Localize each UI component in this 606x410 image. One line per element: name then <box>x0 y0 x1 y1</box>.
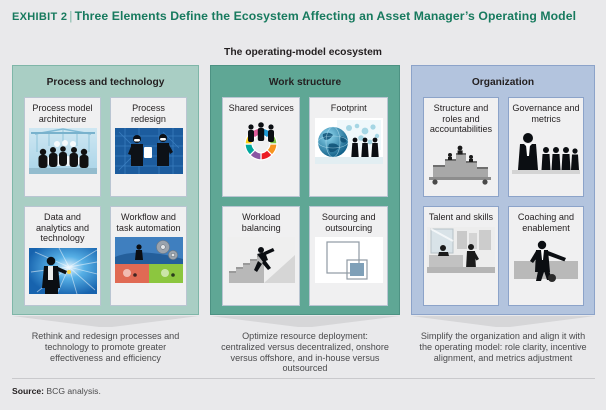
card-grid: Structure and roles and accountabilities <box>422 97 584 306</box>
exhibit-title: Exhibit 2|Three Elements Define the Ecos… <box>12 8 592 26</box>
globe-world-map-people-photo <box>314 118 383 164</box>
exhibit-number: Exhibit 2 <box>12 11 68 23</box>
stairs-climbing-photo <box>227 237 296 284</box>
card-label: Talent and skills <box>428 212 494 222</box>
column-organization: Organization Structure and roles and acc… <box>410 65 595 315</box>
card-coaching-and-enablement[interactable]: Coaching and enablement <box>507 206 584 306</box>
card-label: Footprint <box>330 103 367 113</box>
card-label: Governance and metrics <box>512 103 580 124</box>
nested-squares-diagram <box>314 237 383 284</box>
card-label: Coaching and enablement <box>517 212 575 233</box>
leader-and-team-photo <box>511 128 580 175</box>
card-governance-and-metrics[interactable]: Governance and metrics <box>507 97 584 197</box>
org-blocks-people-photo <box>426 138 495 185</box>
chevron-down-icon <box>210 316 400 327</box>
chevron-down-icon <box>12 316 199 327</box>
card-label: Process redesign <box>131 103 166 124</box>
card-process-redesign[interactable]: Process redesign <box>110 97 187 197</box>
source-text: BCG analysis. <box>46 386 101 396</box>
coach-pointing-photo <box>511 237 580 284</box>
person-starburst-photo <box>28 247 97 294</box>
source-label: Source: <box>12 386 44 396</box>
card-grid: Shared services <box>222 97 388 306</box>
card-sourcing-and-outsourcing[interactable]: Sourcing and outsourcing <box>309 206 388 306</box>
card-label: Sourcing and outsourcing <box>321 212 376 233</box>
column-captions: Rethink and redesign processes and techn… <box>12 316 595 374</box>
caption-organization: Simplify the organization and align it w… <box>411 316 595 374</box>
card-label: Structure and roles and accountabilities <box>429 103 493 135</box>
chart-subtitle: The operating-model ecosystem <box>224 47 382 58</box>
card-process-model-architecture[interactable]: Process model architecture <box>24 97 101 197</box>
footer-divider <box>12 378 595 379</box>
caption-text: Rethink and redesign processes and techn… <box>31 331 180 363</box>
card-data-analytics-technology[interactable]: Data and analytics and technology <box>24 206 101 306</box>
puzzle-circle-people-photo <box>227 118 296 164</box>
card-workload-balancing[interactable]: Workload balancing <box>222 206 301 306</box>
meeting-table-photo <box>28 128 97 175</box>
chevron-down-icon <box>411 316 595 327</box>
caption-process-and-technology: Rethink and redesign processes and techn… <box>12 316 199 374</box>
column-heading: Organization <box>471 77 535 88</box>
source-line: Source: BCG analysis. <box>12 386 101 396</box>
column-heading: Work structure <box>268 77 342 88</box>
caption-work-structure: Optimize resource deployment: centralize… <box>210 316 400 374</box>
card-workflow-task-automation[interactable]: Workflow and task automation <box>110 206 187 306</box>
column-work-structure: Work structure Shared services <box>210 65 400 315</box>
exhibit-title-text: Three Elements Define the Ecosystem Affe… <box>74 9 577 23</box>
card-footprint[interactable]: Footprint <box>309 97 388 197</box>
card-shared-services[interactable]: Shared services <box>222 97 301 197</box>
column-process-and-technology: Process and technology Process model arc… <box>12 65 199 315</box>
card-label: Data and analytics and technology <box>35 212 90 244</box>
caption-text: Optimize resource deployment: centralize… <box>221 331 389 374</box>
caption-text: Simplify the organization and align it w… <box>419 331 587 363</box>
card-label: Process model architecture <box>32 103 93 124</box>
card-structure-roles-accountabilities[interactable]: Structure and roles and accountabilities <box>422 97 499 197</box>
card-grid: Process model architecture <box>24 97 187 306</box>
card-label: Workload balancing <box>241 212 281 233</box>
two-people-blueprint-photo <box>114 128 183 175</box>
office-interview-photo <box>426 227 495 273</box>
card-label: Workflow and task automation <box>116 212 181 233</box>
column-heading: Process and technology <box>46 77 165 88</box>
card-talent-and-skills[interactable]: Talent and skills <box>422 206 499 306</box>
gears-color-tiles-photo <box>114 237 183 284</box>
card-label: Shared services <box>228 103 294 113</box>
ecosystem-columns: Process and technology Process model arc… <box>12 65 595 315</box>
title-separator: | <box>69 9 73 23</box>
